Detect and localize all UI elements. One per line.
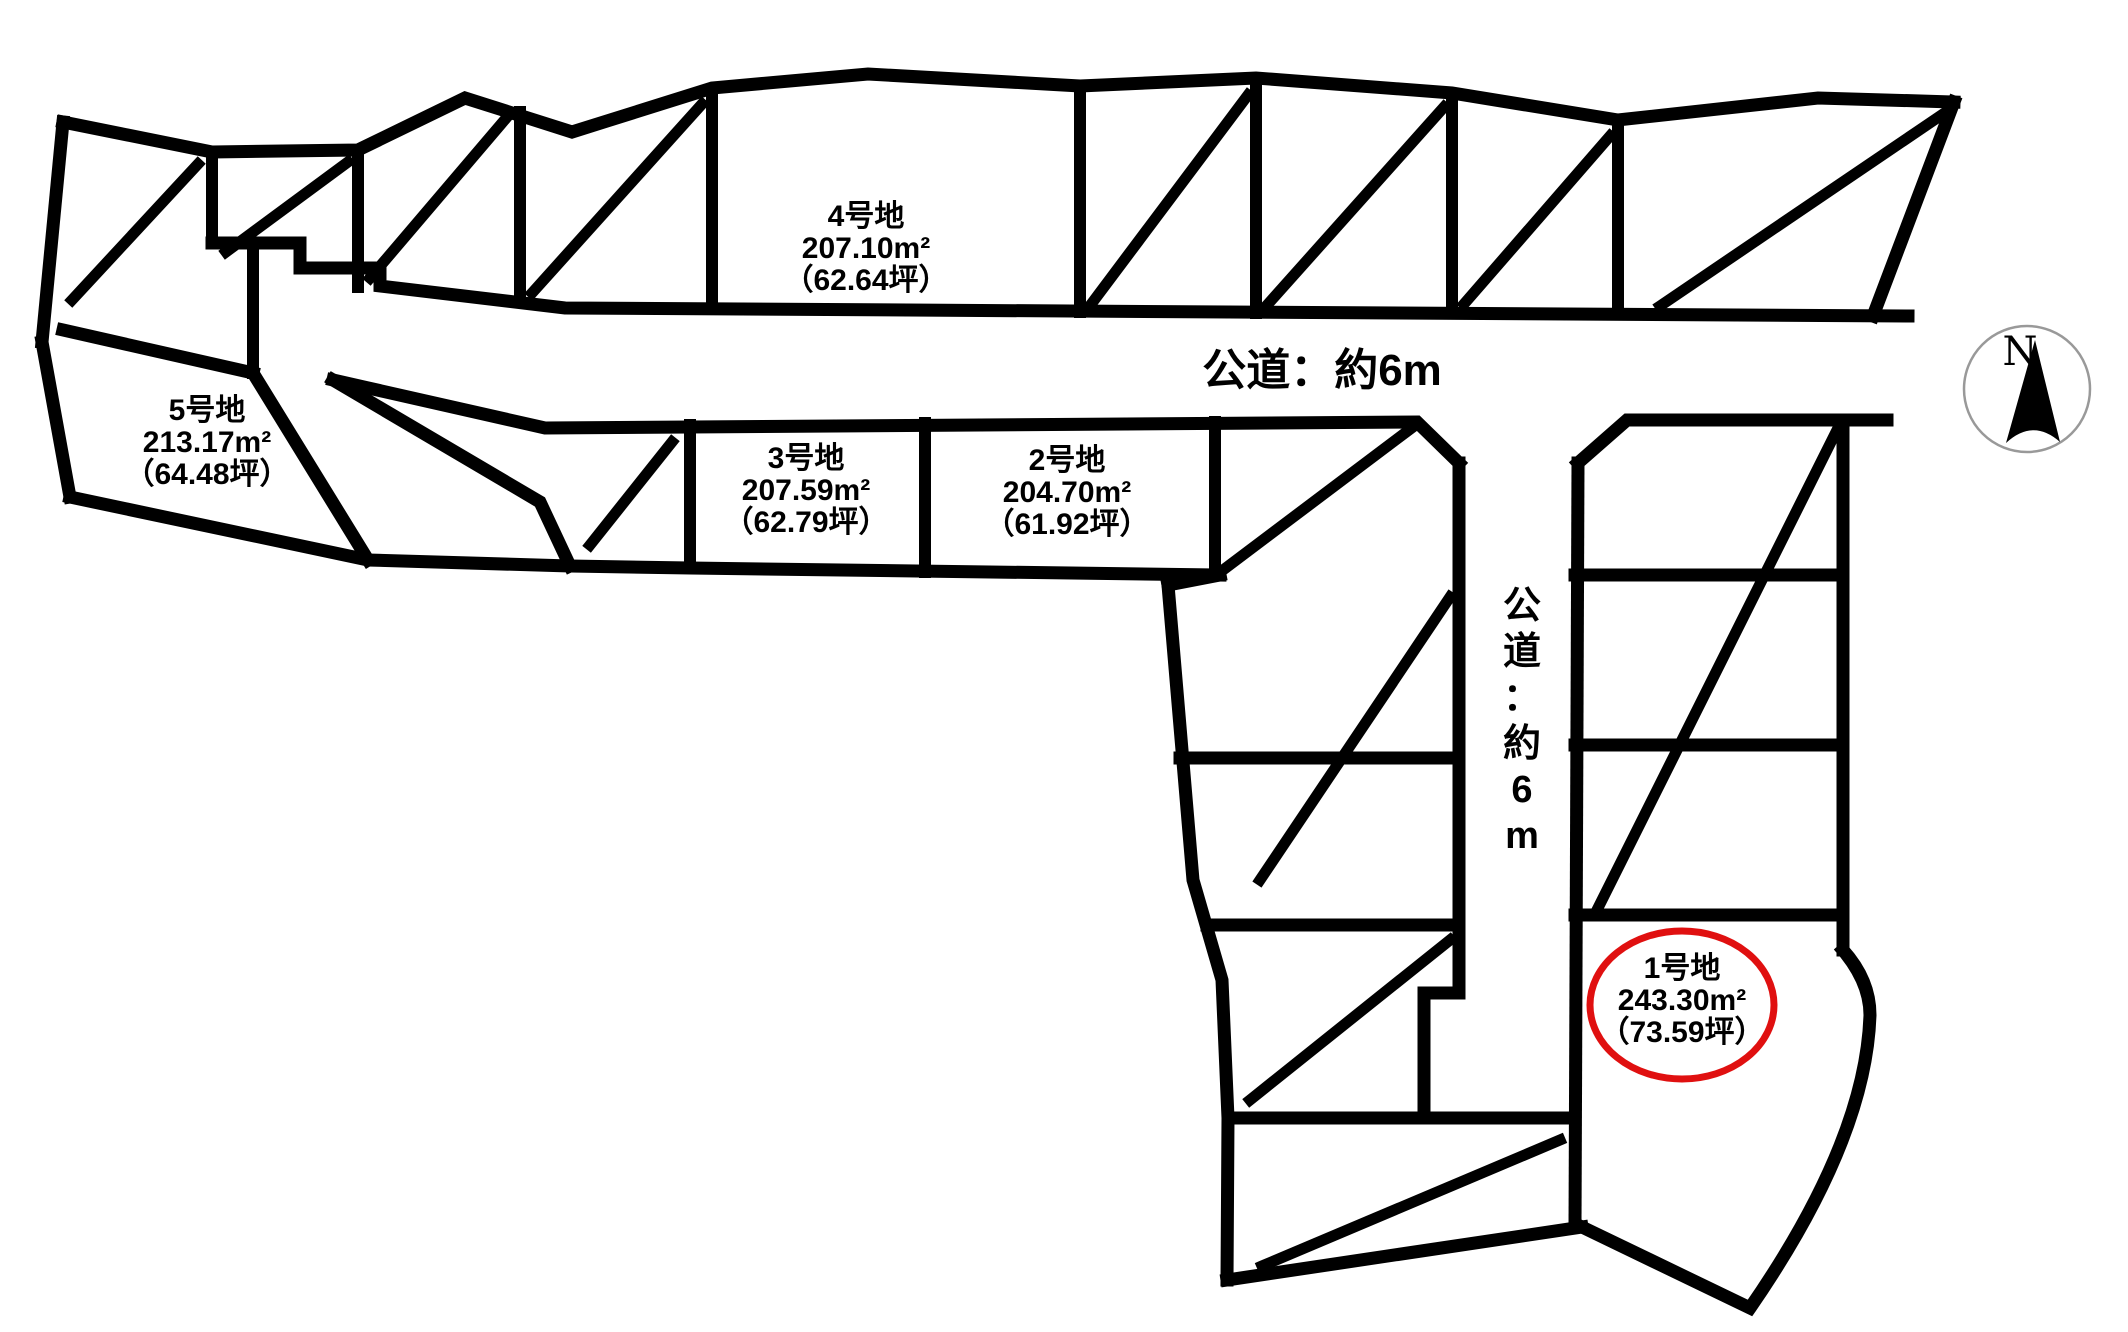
lot1-tsubo: （73.59坪） (1599, 1015, 1764, 1049)
lot3-name: 3号地 (768, 442, 845, 475)
sold-lot-hatch (1084, 87, 1256, 311)
sold-lot-hatch (1589, 420, 1846, 918)
top-lot-band (34, 67, 1963, 379)
lot4-tsubo: （62.64坪） (783, 263, 948, 297)
lot5-west-edge (34, 334, 78, 505)
sold-lot-hatch (64, 156, 206, 308)
top-band-left-edge (34, 114, 71, 350)
middle-lot-column (1160, 419, 1590, 1288)
lot2-tsubo: （61.92坪） (984, 507, 1149, 541)
lot1-area: 243.30m² (1618, 984, 1746, 1017)
top-band-top-edge (55, 67, 1961, 159)
bottom-boundary (1219, 1219, 1590, 1288)
road-bottom-edge-west (325, 372, 1469, 473)
lot5-name: 5号地 (169, 394, 246, 427)
lot3-tsubo: （62.79坪） (723, 505, 888, 539)
parcel-label-4: 4号地 207.10m² （62.64坪） (783, 200, 948, 297)
right-lot-column (1568, 413, 1877, 1317)
parcel-label-2: 2号地 204.70m² （61.92坪） (984, 444, 1149, 541)
sold-lot-hatch (1260, 99, 1452, 312)
right-column-west-boundary (1568, 456, 1585, 1234)
sold-lot-hatch (582, 434, 680, 553)
lot1-name: 1号地 (1644, 952, 1721, 985)
horizontal-road-label: 公道：約6m (1202, 346, 1442, 395)
sold-lot-hatch (1219, 419, 1421, 575)
lot4-name: 4号地 (828, 200, 905, 233)
horizontal-road (325, 372, 1894, 473)
sold-lot-hatch (362, 108, 516, 286)
lot4-area: 207.10m² (802, 232, 930, 265)
sold-lot-hatch (524, 96, 710, 301)
middle-column-west-boundary (1160, 577, 1235, 1287)
highlight-ellipse (1586, 927, 1778, 1083)
parcel-label-5: 5号地 213.17m² （64.48坪） (124, 394, 289, 491)
lot5-top-edge (55, 322, 261, 381)
sold-lot-hatch (1242, 932, 1458, 1108)
lot5-area: 213.17m² (143, 426, 271, 459)
lot2-area: 204.70m² (1003, 476, 1131, 509)
lot3-area: 207.59m² (742, 474, 870, 507)
lot5-tsubo: （64.48坪） (124, 457, 289, 491)
middle-column-west-boundary (1160, 567, 1228, 593)
top-band-right-edge (1864, 93, 1963, 325)
sold-lot-hatch (1652, 104, 1954, 314)
lot2-name: 2号地 (1029, 444, 1106, 477)
sold-lot-hatch (1252, 589, 1458, 888)
parcel-label-3: 3号地 207.59m² （62.79坪） (723, 442, 888, 539)
lot1-south-boundary (1573, 940, 1877, 1317)
compass-circle (1962, 324, 2092, 454)
middle-column-east-boundary (1417, 456, 1466, 1125)
compass-needle-icon (2006, 340, 2060, 443)
lot5-east-edge (244, 364, 377, 569)
sold-lot-hatch (1456, 128, 1618, 312)
second-row-lots (34, 322, 1227, 582)
parcel-label-1: 1号地 243.30m² （73.59坪） (1586, 927, 1778, 1083)
road-bottom-edge-east (1568, 413, 1894, 473)
corridor-east-edge (324, 371, 579, 575)
compass: N (1962, 324, 2092, 454)
sold-lot-hatch (1254, 1132, 1568, 1274)
sold-lot-hatch (218, 154, 356, 260)
